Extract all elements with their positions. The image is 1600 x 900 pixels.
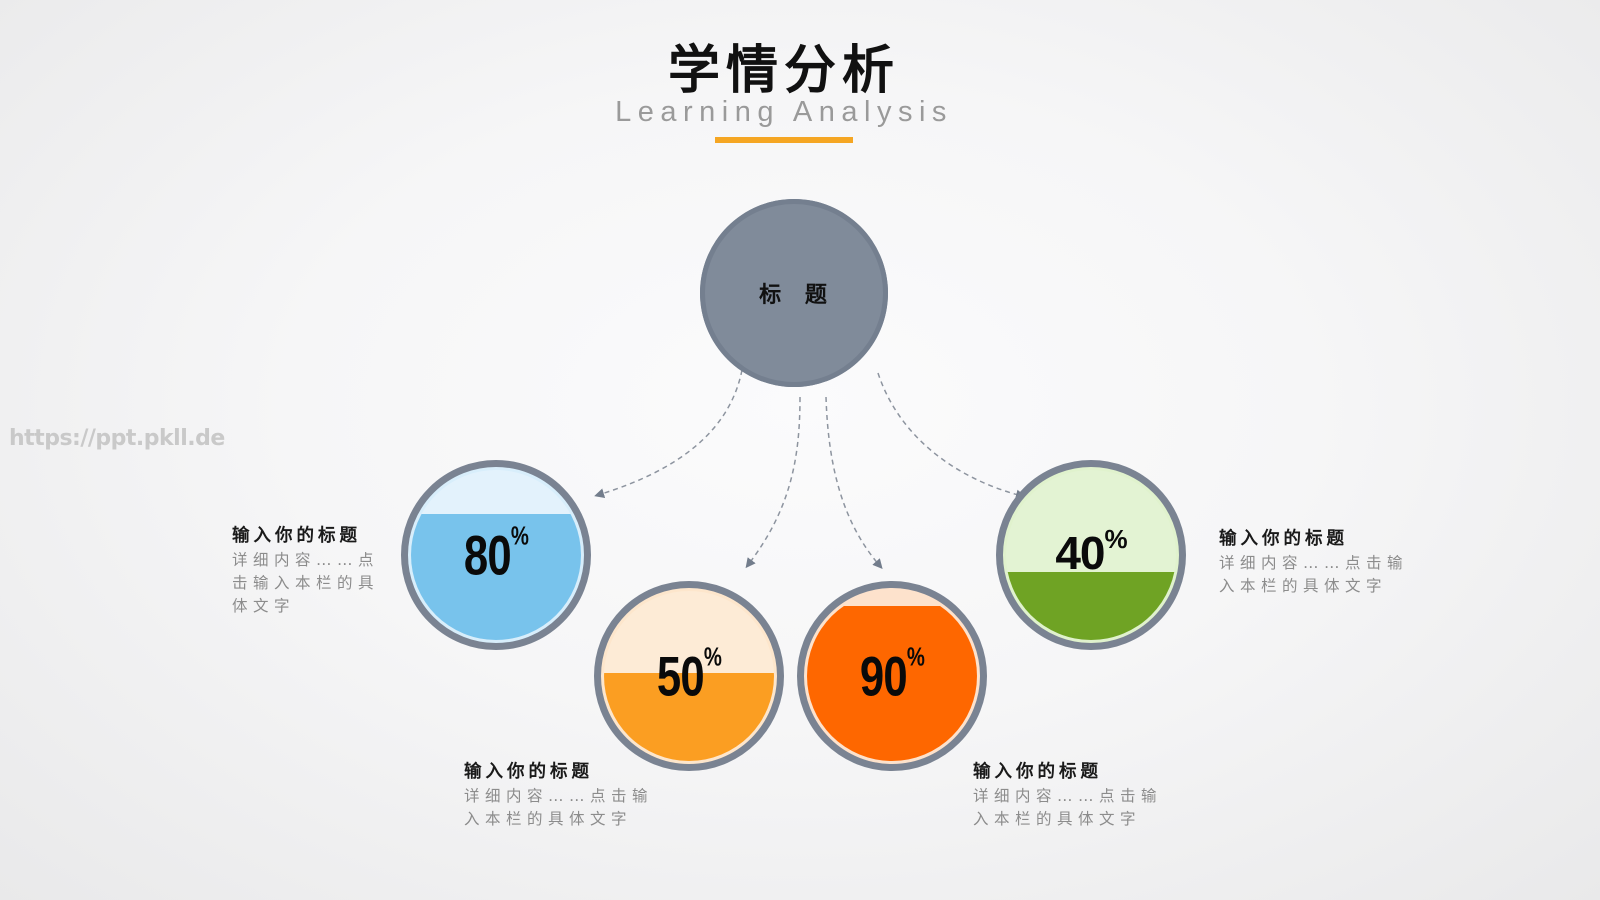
- arrow-to-80: [594, 369, 743, 499]
- page-title: 学情分析: [667, 41, 900, 101]
- gauge-90: 90%: [797, 581, 987, 771]
- watermark: https://ppt.pkll.de: [9, 426, 225, 451]
- gauge-40: 40%: [996, 460, 1186, 650]
- gauge-50: 50%: [594, 581, 784, 771]
- gauge-value: 40%: [1055, 524, 1127, 579]
- arrow-to-90: [825, 396, 883, 570]
- text-block-40: 输入你的标题 详细内容……点击输 入本栏的具体文字: [1219, 526, 1408, 598]
- gauge-fill: [807, 606, 977, 761]
- gauge-fill: [1006, 572, 1176, 640]
- title-underline: [715, 137, 853, 143]
- arrow-to-50: [745, 396, 801, 569]
- arrow-to-40: [877, 372, 1026, 500]
- block-body-line: 击输入本栏的具: [232, 574, 380, 592]
- block-heading: 输入你的标题: [973, 762, 1102, 782]
- block-heading: 输入你的标题: [232, 526, 361, 546]
- center-title-label: 标 题: [759, 283, 835, 308]
- text-block-80: 输入你的标题 详细内容……点 击输入本栏的具 体文字: [232, 523, 379, 618]
- block-body-line: 详细内容……点击输: [464, 787, 654, 805]
- gauge-fill: [604, 672, 774, 761]
- block-body-line: 入本栏的具体文字: [973, 810, 1142, 828]
- block-heading: 输入你的标题: [464, 762, 593, 782]
- gauge-80: 80%: [401, 460, 591, 650]
- gauge-value: 80%: [463, 520, 529, 587]
- gauge-value: 50%: [656, 641, 722, 708]
- block-body-line: 详细内容……点击输: [973, 787, 1163, 805]
- block-body-line: 详细内容……点击输: [1219, 554, 1409, 572]
- gauge-value: 90%: [859, 641, 925, 708]
- block-body-line: 详细内容……点: [232, 551, 380, 569]
- page-subtitle: Learning Analysis: [615, 96, 953, 128]
- text-block-50: 输入你的标题 详细内容……点击输 入本栏的具体文字: [464, 759, 653, 831]
- block-body-line: 体文字: [232, 597, 296, 615]
- block-body-line: 入本栏的具体文字: [1219, 577, 1388, 595]
- block-body-line: 入本栏的具体文字: [464, 810, 633, 828]
- gauge-fill: [411, 514, 581, 640]
- center-title-node: 标 题: [700, 199, 888, 387]
- text-block-90: 输入你的标题 详细内容……点击输 入本栏的具体文字: [973, 759, 1162, 831]
- block-heading: 输入你的标题: [1219, 529, 1348, 549]
